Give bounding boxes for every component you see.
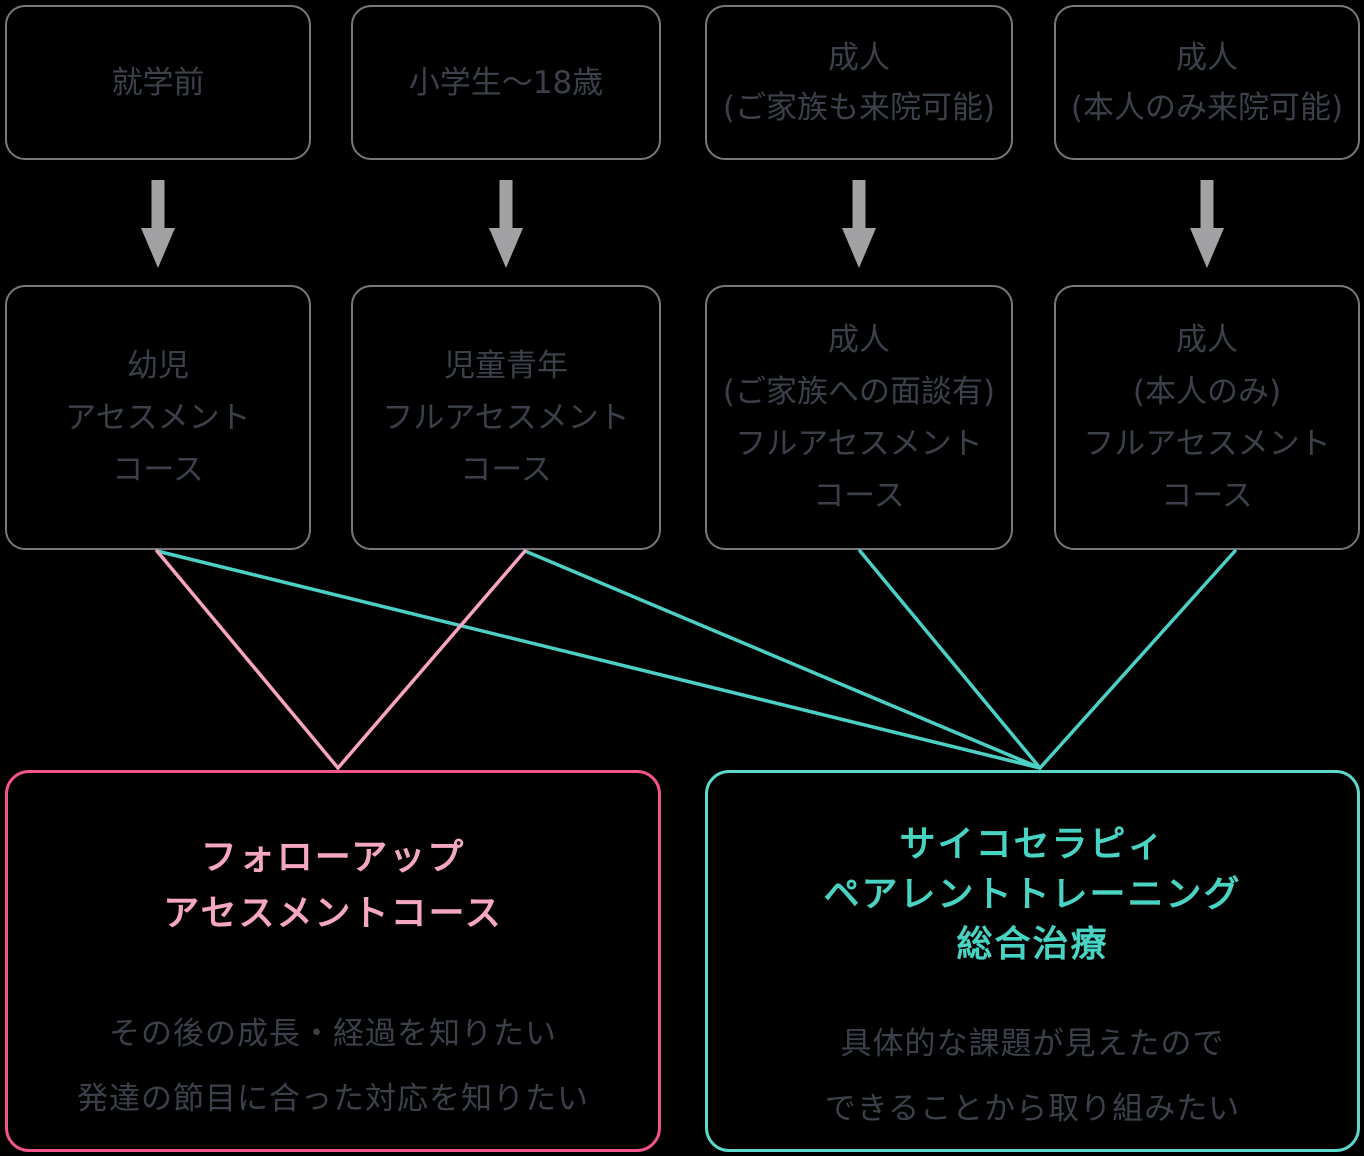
course-box-line: コース xyxy=(813,477,905,514)
course-box-line: フルアセスメント xyxy=(1083,425,1331,462)
outcome-description-line: 具体的な課題が見えたので xyxy=(840,1026,1225,1062)
down-arrow-shaft xyxy=(1200,180,1214,230)
stage-box-adult-with-family: 成人 (ご家族も来院可能) xyxy=(705,5,1013,160)
down-arrow-2 xyxy=(489,180,523,268)
outcome-title-line: アセスメントコース xyxy=(163,893,503,934)
course-box-line: アセスメント xyxy=(65,399,251,436)
down-arrow-head xyxy=(141,228,175,268)
course-box-line: (ご家族への面談有) xyxy=(722,373,996,410)
connector-teal-from-child-youth xyxy=(523,549,1042,770)
outcome-description: その後の成長・経過を知りたい 発達の節目に合った対応を知りたい xyxy=(8,1002,658,1132)
outcome-title-line: フォローアップ xyxy=(200,837,466,878)
course-box-child-youth-full-assessment: 児童青年 フルアセスメント コース xyxy=(351,285,661,550)
outcome-title-line: ペアレントトレーニング xyxy=(823,874,1242,915)
down-arrow-shaft xyxy=(499,180,513,230)
course-box-line: 児童青年 xyxy=(444,347,568,384)
down-arrow-1 xyxy=(141,180,175,268)
course-box-adult-family-interview-full-assessment: 成人 (ご家族への面談有) フルアセスメント コース xyxy=(705,285,1013,550)
course-box-line: コース xyxy=(460,451,552,488)
connector-pink-from-infant xyxy=(155,549,340,770)
outcome-box-followup-assessment: フォローアップ アセスメントコース その後の成長・経過を知りたい 発達の節目に合… xyxy=(5,770,661,1152)
down-arrow-head xyxy=(842,228,876,268)
course-box-line: コース xyxy=(112,451,204,488)
down-arrow-shaft xyxy=(852,180,866,230)
course-box-line: コース xyxy=(1161,477,1253,514)
down-arrow-head xyxy=(1190,228,1224,268)
outcome-title: サイコセラピィ ペアレントトレーニング 総合治療 xyxy=(708,820,1357,970)
course-box-infant-assessment: 幼児 アセスメント コース xyxy=(5,285,311,550)
course-box-line: フルアセスメント xyxy=(735,425,983,462)
course-box-line: フルアセスメント xyxy=(382,399,630,436)
stage-box-adult-self-only: 成人 (本人のみ来院可能) xyxy=(1054,5,1360,160)
outcome-description: 具体的な課題が見えたので できることから取り組みたい xyxy=(708,1012,1357,1142)
outcome-title: フォローアップ アセスメントコース xyxy=(8,830,658,942)
course-box-line: 成人 xyxy=(1176,321,1238,358)
outcome-description-line: 発達の節目に合った対応を知りたい xyxy=(77,1081,589,1117)
down-arrow-3 xyxy=(842,180,876,268)
down-arrow-4 xyxy=(1190,180,1224,268)
course-box-line: (本人のみ) xyxy=(1132,373,1282,410)
down-arrow-head xyxy=(489,228,523,268)
stage-box-label: 小学生〜18歳 xyxy=(408,64,604,101)
outcome-title-line: 総合治療 xyxy=(956,924,1109,965)
connector-teal-from-adult-self xyxy=(1038,549,1237,770)
connector-pink-from-child-youth xyxy=(336,549,527,770)
connector-teal-from-infant xyxy=(155,549,1042,770)
course-box-adult-self-only-full-assessment: 成人 (本人のみ) フルアセスメント コース xyxy=(1054,285,1360,550)
stage-box-label: 成人 xyxy=(1176,39,1238,76)
outcome-description-line: できることから取り組みたい xyxy=(824,1091,1241,1127)
course-box-line: 成人 xyxy=(828,321,890,358)
down-arrow-shaft xyxy=(151,180,165,230)
connector-teal-from-adult-family xyxy=(858,549,1042,770)
course-box-line: 幼児 xyxy=(127,347,189,384)
stage-box-elementary-to-18: 小学生〜18歳 xyxy=(351,5,661,160)
outcome-box-psychotherapy-parent-training: サイコセラピィ ペアレントトレーニング 総合治療 具体的な課題が見えたので でき… xyxy=(705,770,1360,1152)
stage-box-sublabel: (ご家族も来院可能) xyxy=(722,89,996,126)
outcome-title-line: サイコセラピィ xyxy=(899,824,1166,865)
stage-box-label: 成人 xyxy=(828,39,890,76)
outcome-description-line: その後の成長・経過を知りたい xyxy=(109,1016,557,1052)
stage-box-sublabel: (本人のみ来院可能) xyxy=(1070,89,1344,126)
stage-box-preschool: 就学前 xyxy=(5,5,311,160)
stage-box-label: 就学前 xyxy=(111,64,205,101)
